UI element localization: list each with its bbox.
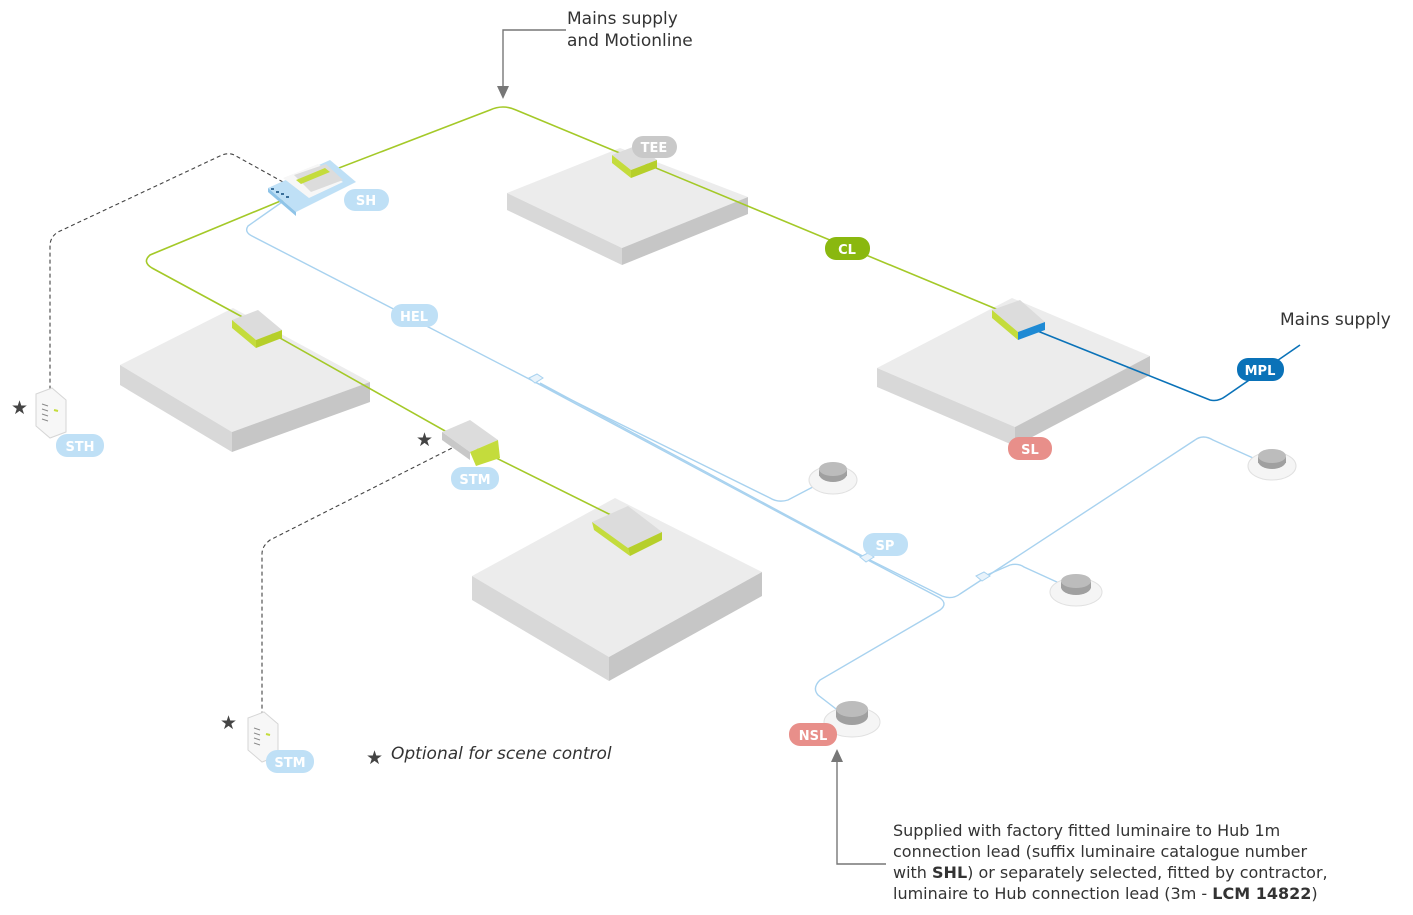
driver-bottom-panel <box>592 506 662 556</box>
footnote-line4: luminaire to Hub connection lead (3m - L… <box>893 883 1363 904</box>
footnote-line4-a: luminaire to Hub connection lead (3m - <box>893 884 1213 903</box>
footnote-line2: connection lead (suffix luminaire catalo… <box>893 842 1308 861</box>
mains-motionline-line2: and Motionline <box>567 31 693 51</box>
sensor-3 <box>1049 574 1103 607</box>
mains-motionline-arrow <box>497 29 566 99</box>
badge-tee: TEE <box>632 136 677 158</box>
badge-hel: HEL <box>391 304 438 327</box>
footnote-line1: Supplied with factory fitted luminaire t… <box>893 821 1281 840</box>
svg-text:STH: STH <box>65 440 94 455</box>
badge-sp: SP <box>863 533 908 556</box>
ceiling-panel-bottom <box>472 498 762 681</box>
nsl-callout-arrow <box>831 749 886 865</box>
badge-stm-driver: STM <box>451 467 499 490</box>
ceiling-panel-tee <box>507 148 748 265</box>
driver-tee <box>612 145 657 178</box>
svg-text:SH: SH <box>356 194 376 209</box>
badge-sh: SH <box>344 189 389 211</box>
mains-motionline-line1: Mains supply <box>567 9 678 29</box>
svg-text:STM: STM <box>274 756 305 771</box>
scene-switch-cable <box>49 153 459 720</box>
badge-stm-switch: STM <box>266 750 314 773</box>
hub-extension-cable <box>245 199 1263 713</box>
svg-text:SL: SL <box>1021 443 1039 458</box>
badge-sl: SL <box>1008 437 1052 460</box>
driver-stm <box>442 420 500 466</box>
star-stm-switch: ★ <box>220 712 237 734</box>
svg-text:CL: CL <box>838 243 856 258</box>
svg-text:SP: SP <box>876 539 895 554</box>
svg-text:TEE: TEE <box>641 141 668 156</box>
scene-switch-sth[interactable] <box>35 387 67 439</box>
svg-text:MPL: MPL <box>1245 364 1276 379</box>
footnote-line4-bold: LCM 14822 <box>1212 884 1312 903</box>
star-stm-driver: ★ <box>416 429 433 451</box>
splitter-box-1 <box>528 373 544 384</box>
mains-motionline-label: Mains supply and Motionline <box>567 8 693 52</box>
badge-mpl: MPL <box>1237 358 1284 381</box>
footnote-line4-b: ) <box>1311 884 1318 903</box>
mains-supply-label: Mains supply <box>1280 310 1391 330</box>
star-legend: ★ <box>366 747 383 769</box>
ceiling-panel-sl <box>877 298 1150 446</box>
driver-left-panel <box>232 310 282 348</box>
footnote-line3-a: with <box>893 863 933 882</box>
footnote-line3: with SHL) or separately selected, fitted… <box>893 862 1363 883</box>
sensor-nsl <box>823 701 881 738</box>
optional-note: Optional for scene control <box>391 744 612 764</box>
ceiling-panel-left <box>120 308 370 452</box>
star-sth: ★ <box>11 397 28 419</box>
splitter-box-3 <box>975 571 991 582</box>
driver-sl <box>992 300 1045 340</box>
badge-cl: CL <box>825 237 870 260</box>
smart-hub <box>268 160 356 216</box>
svg-text:NSL: NSL <box>799 729 828 744</box>
footnote-line3-bold: SHL <box>932 863 968 882</box>
svg-text:STM: STM <box>459 473 490 488</box>
footnote: Supplied with factory fitted luminaire t… <box>893 820 1363 904</box>
sensor-2 <box>1247 449 1297 481</box>
footnote-line3-b: ) or separately selected, fitted by cont… <box>967 863 1328 882</box>
mains-supply-cable-mpl <box>1029 327 1301 402</box>
badge-nsl: NSL <box>789 723 837 746</box>
sensor-1 <box>808 462 858 495</box>
badge-sth: STH <box>56 434 104 457</box>
svg-text:HEL: HEL <box>400 310 428 325</box>
